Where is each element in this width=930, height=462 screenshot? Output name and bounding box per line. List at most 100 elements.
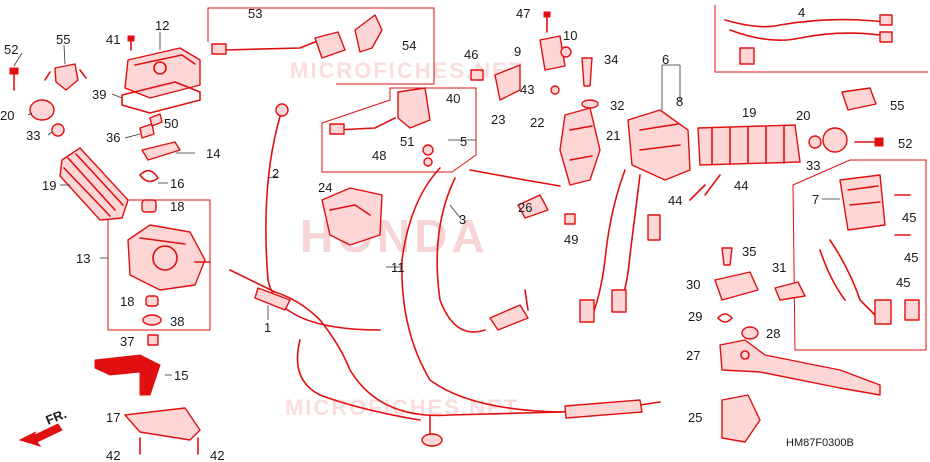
front-direction-label: FR. [44, 406, 69, 428]
callout-19a: 19 [42, 178, 56, 193]
callout-51: 51 [400, 134, 414, 149]
callout-6: 6 [662, 52, 669, 67]
spring-29 [717, 313, 733, 323]
callout-16: 16 [170, 176, 184, 191]
group-7-outline [792, 159, 927, 351]
washer-18-bottom [145, 295, 159, 307]
callout-48: 48 [372, 148, 386, 163]
bolt-52-left [9, 67, 19, 91]
callout-20b: 20 [796, 108, 810, 123]
callout-32: 32 [610, 98, 624, 113]
callout-22: 22 [530, 115, 544, 130]
callout-37: 37 [120, 334, 134, 349]
callout-18b: 18 [120, 294, 134, 309]
bolt-41 [127, 35, 135, 51]
callout-numbers: 1 2 3 4 5 6 7 8 9 10 11 12 13 14 15 16 1… [0, 5, 918, 462]
throttle-housing-13 [127, 224, 211, 291]
nut-46 [470, 69, 484, 81]
callout-11: 11 [391, 260, 405, 275]
clip-10 [560, 46, 572, 58]
callout-25: 25 [688, 410, 702, 425]
callout-44b: 44 [668, 193, 682, 208]
callout-42a: 42 [106, 448, 120, 462]
weight-20-left [29, 99, 55, 121]
callout-52a: 52 [4, 42, 18, 57]
callout-14: 14 [206, 146, 220, 161]
callout-31: 31 [772, 260, 786, 275]
callout-34: 34 [604, 52, 618, 67]
screw-44-a [704, 174, 721, 196]
switch-14 [141, 141, 181, 161]
callout-24: 24 [318, 180, 332, 195]
spring-16 [139, 169, 159, 183]
cap-55-left [44, 63, 87, 91]
harness-4 [724, 14, 893, 65]
callout-18a: 18 [170, 199, 184, 214]
callout-43: 43 [520, 82, 534, 97]
callout-38: 38 [170, 314, 184, 329]
harness-53-54 [211, 14, 383, 59]
callout-23: 23 [491, 112, 505, 127]
cover-31 [774, 281, 806, 301]
callout-41: 41 [106, 32, 120, 47]
washer-18-top [141, 199, 157, 213]
callout-46: 46 [464, 47, 478, 62]
callout-12: 12 [155, 18, 169, 33]
callout-30: 30 [686, 277, 700, 292]
grip-19-left [59, 147, 129, 221]
callout-55b: 55 [890, 98, 904, 113]
callout-39: 39 [92, 87, 106, 102]
callout-50: 50 [164, 116, 178, 131]
cables [229, 103, 661, 447]
bracket-36-50 [139, 113, 163, 139]
callout-29: 29 [688, 309, 702, 324]
callout-45a: 45 [902, 210, 916, 225]
group-5-outline [321, 87, 477, 173]
callout-42b: 42 [210, 448, 224, 462]
collar-37 [147, 334, 159, 346]
weight-20-right [822, 127, 848, 153]
group-13-outline [107, 199, 211, 331]
leader-lines [13, 32, 840, 376]
throttle-housing-cover [121, 47, 201, 114]
bolt-34 [581, 57, 593, 87]
callout-54: 54 [402, 38, 416, 53]
callout-45b: 45 [904, 250, 918, 265]
callout-13: 13 [76, 251, 90, 266]
callout-44a: 44 [734, 178, 748, 193]
group-outlines [107, 5, 928, 351]
collar-33-left [51, 123, 65, 137]
callout-47: 47 [516, 6, 530, 21]
cable-2 [265, 109, 381, 331]
bolt-35 [721, 247, 733, 266]
switch-7-group [819, 174, 920, 325]
callout-5: 5 [460, 134, 467, 149]
callout-20a: 20 [0, 108, 14, 123]
nut-49 [564, 213, 576, 225]
grip-19-right [697, 124, 801, 166]
callout-21: 21 [606, 128, 620, 143]
watermark-site-top: MICROFICHES.NET [290, 58, 524, 83]
callout-52b: 52 [898, 136, 912, 151]
front-arrow-icon: FR. [18, 406, 69, 447]
callout-35: 35 [742, 244, 756, 259]
clutch-lever-27 [719, 339, 881, 396]
callout-3: 3 [459, 212, 466, 227]
callout-49: 49 [564, 232, 578, 247]
collar-33-right [808, 135, 822, 149]
callout-28: 28 [766, 326, 780, 341]
bracket-26 [517, 194, 549, 219]
callout-27: 27 [686, 348, 700, 363]
callout-10: 10 [563, 28, 577, 43]
callout-36: 36 [106, 130, 120, 145]
seal-38 [142, 314, 162, 326]
holder-25 [721, 394, 761, 443]
callout-15: 15 [174, 368, 188, 383]
plate-17 [124, 407, 201, 441]
relay-9 [539, 35, 566, 71]
bracket-30 [714, 271, 759, 301]
bracket-23 [494, 64, 521, 101]
callout-45c: 45 [896, 275, 910, 290]
callout-4: 4 [798, 5, 805, 20]
